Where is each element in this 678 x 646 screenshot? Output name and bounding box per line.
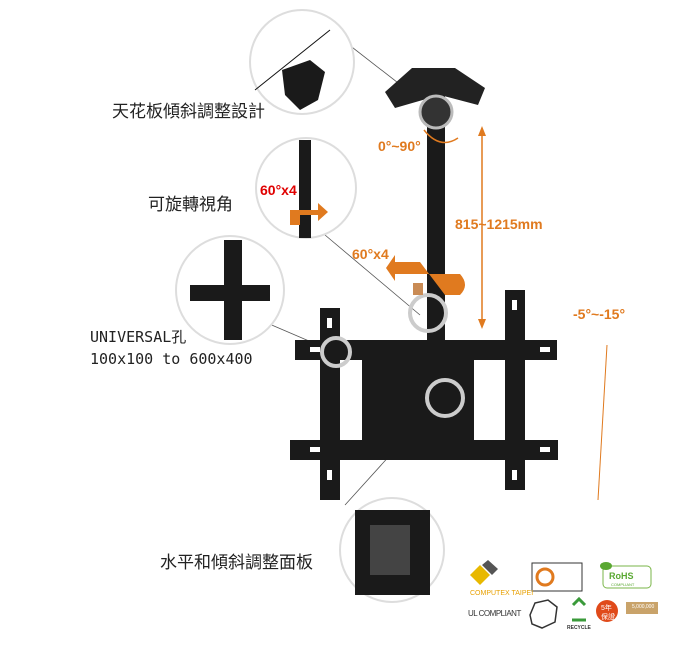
insurance-badge-icon — [626, 602, 658, 614]
rohs-badge: RoHS — [609, 571, 634, 581]
tilt-arrow — [423, 129, 459, 144]
insurance-badge: 5,000,000 — [632, 604, 655, 610]
mounting-holes — [310, 300, 550, 480]
arrow-head-icon — [478, 319, 486, 329]
pole — [427, 95, 445, 345]
rotation-label: 60°x4 — [352, 246, 389, 262]
computex-logo-icon — [470, 565, 490, 585]
ceiling-plate — [385, 68, 485, 108]
computex-badge: COMPUTEX TAIPEI — [470, 590, 534, 597]
callout-rotatable: 可旋轉視角 — [148, 195, 233, 215]
callout-ceiling-tilt: 天花板傾斜調整設計 — [112, 102, 265, 122]
callout-vesa-range: 100x100 to 600x400 — [90, 350, 253, 368]
warranty-badge-icon — [596, 600, 618, 622]
leaf-icon — [600, 562, 612, 570]
screen-tilt-label: -5°~-15° — [573, 306, 626, 322]
rotation-zoom-label: 60°x4 — [260, 182, 297, 198]
panel-highlight — [425, 378, 465, 418]
rohs-sub: COMPLIANT — [611, 582, 635, 587]
callout-panel-adjust: 水平和傾斜調整面板 — [160, 553, 313, 573]
rotation-arrow-tail — [413, 283, 423, 295]
hole-highlight — [320, 336, 352, 368]
tv-frame — [290, 290, 558, 500]
rohs-logo-icon — [602, 565, 652, 589]
callout-universal-holes: UNIVERSAL孔 — [90, 328, 187, 346]
tilt-range-label: 0°~90° — [378, 138, 421, 154]
ul-badge: UL COMPLIANT — [468, 609, 521, 618]
warranty-label: 保證 — [601, 614, 615, 621]
tilt-joint — [418, 94, 454, 130]
screen-tilt-line — [597, 344, 608, 501]
warranty-years: 5年 — [601, 605, 612, 612]
height-range-label: 815~1215mm — [455, 216, 543, 232]
recycle-badge: RECYCLE — [567, 625, 591, 631]
rotation-joint-highlight — [408, 293, 448, 333]
arrow-head-icon — [478, 126, 486, 136]
sgs-logo-icon — [531, 562, 583, 592]
rotation-arrow — [386, 255, 465, 295]
certification-badges — [470, 560, 658, 629]
zoom-callouts — [175, 9, 445, 603]
recycle-icon — [571, 596, 587, 622]
certification-seal-icon — [529, 599, 558, 629]
